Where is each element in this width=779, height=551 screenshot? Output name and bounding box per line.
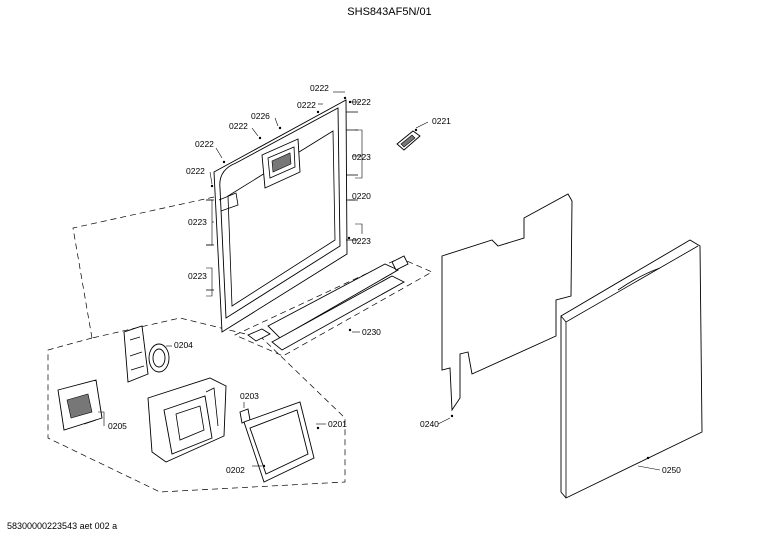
drawing-code: 58300000223543 aet 002 a — [7, 521, 118, 531]
rail-0230 — [234, 255, 433, 357]
label-0222: 0222 — [310, 83, 329, 93]
part-0205 — [57, 379, 103, 431]
part-0204 — [123, 325, 170, 383]
label-0223: 0223 — [188, 271, 207, 281]
page-title: SHS843AF5N/01 — [347, 6, 432, 18]
part-0221 — [396, 130, 421, 151]
assembly-outline-upper — [72, 196, 215, 339]
seal-0202 — [243, 401, 315, 483]
leader-lines — [98, 91, 661, 471]
label-0222: 0222 — [195, 139, 214, 149]
door-frame-0220 — [206, 99, 358, 333]
label-0222: 0222 — [297, 100, 316, 110]
label-0223: 0223 — [352, 236, 371, 246]
label-0226: 0226 — [251, 111, 270, 121]
label-0205: 0205 — [108, 421, 127, 431]
label-0222: 0222 — [186, 166, 205, 176]
panel-0240 — [441, 193, 573, 412]
assembly-outline-lower — [47, 317, 346, 493]
label-0250: 0250 — [662, 465, 681, 475]
door-panel-0250 — [560, 239, 703, 499]
label-0223: 0223 — [352, 152, 371, 162]
label-0220: 0220 — [352, 191, 371, 201]
part-labels: 0222 0222 0222 0226 0222 0222 0222 0221 … — [108, 83, 681, 475]
label-0221: 0221 — [432, 116, 451, 126]
label-0202: 0202 — [226, 465, 245, 475]
label-0204: 0204 — [174, 340, 193, 350]
label-0230: 0230 — [362, 327, 381, 337]
label-0223: 0223 — [188, 217, 207, 227]
label-0240: 0240 — [420, 419, 439, 429]
dispenser-0201 — [147, 377, 227, 463]
label-0203: 0203 — [240, 391, 259, 401]
label-0222: 0222 — [229, 121, 248, 131]
label-0201: 0201 — [328, 419, 347, 429]
label-0222: 0222 — [352, 97, 371, 107]
